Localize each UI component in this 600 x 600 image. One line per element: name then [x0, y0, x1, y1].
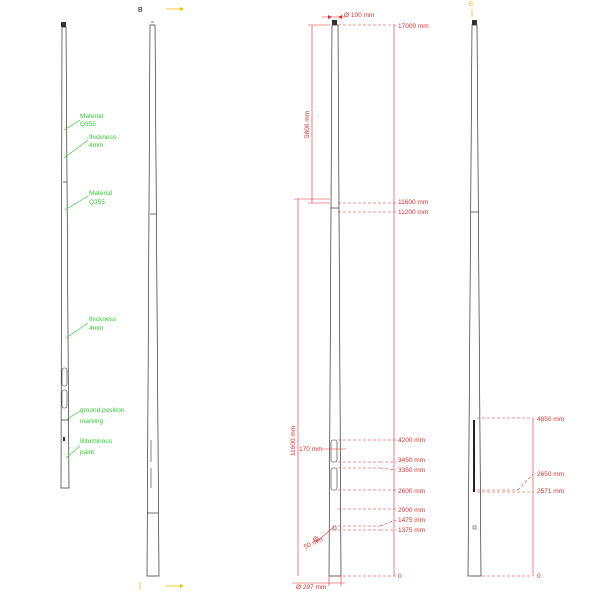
leader-bituminous: [65, 445, 81, 459]
note-bituminous-l2: paint: [80, 449, 94, 456]
note-material-1-l1: Material: [80, 113, 104, 120]
pole-4-cap: [472, 20, 477, 25]
pole-4-door: [473, 420, 475, 492]
dim-3350: 3350 mm: [398, 467, 425, 474]
leader-thickness-2: [65, 322, 89, 339]
note-thickness-1-l1: thickness :: [89, 134, 120, 141]
dim-11600-lower: 11600 mm: [290, 426, 297, 456]
dim-hole-leader: [315, 526, 335, 543]
dim-4200: 4200 mm: [398, 437, 425, 444]
note-material-2-l2: Q355: [89, 199, 105, 206]
pole-3-outline: [328, 24, 342, 577]
pole-1-door-1: [61, 367, 68, 387]
pole-3-hole: [332, 525, 337, 531]
dim-2600: 2600 mm: [398, 488, 425, 495]
ref-line-3350: [379, 467, 397, 471]
pole-1-cap: [61, 22, 66, 27]
pole-1-door-2: [61, 389, 68, 409]
note-thickness-1-l2: 4mm: [89, 142, 103, 149]
dim-zero-1: 0: [398, 573, 402, 580]
ref-line-1475: [379, 519, 397, 527]
dim-11200: 11200 mm: [398, 209, 428, 216]
pole-3-door-1: [330, 439, 338, 463]
dim-5800: 5800 mm: [304, 111, 311, 138]
ref-line-2650: [517, 473, 534, 491]
dim-3450: 3450 mm: [398, 457, 425, 464]
dim-2650: 2650 mm: [537, 471, 564, 478]
pole-1-hole: [63, 437, 65, 441]
leader-material-2: [64, 195, 89, 211]
note-material-2-l1: Material: [89, 190, 113, 197]
dim-4850: 4850 mm: [537, 416, 564, 423]
pole-view-4: B 4850 mm 2650 mm 2571 mm 0: [467, 2, 564, 580]
note-material-1-l2: Q355: [80, 121, 96, 128]
dim-2571: 2571 mm: [537, 488, 564, 495]
pole-4-outline: [467, 24, 482, 577]
note-thickness-2-l2: 4mm: [89, 325, 103, 332]
note-ground-l1: ground position: [80, 407, 125, 414]
pole-4-hole: [472, 525, 477, 530]
dim-zero-2: 0: [537, 573, 541, 580]
pole-3-cap: [332, 20, 337, 25]
pole-view-3: Ø 100 mm 17000 mm 11600 mm 11200 mm 4200…: [290, 12, 429, 591]
section-arrowhead-bottom: [180, 584, 184, 588]
dim-1375: 1375 mm: [398, 527, 425, 534]
note-thickness-2-l1: thickness: [89, 316, 117, 323]
dim-1475: 1475 mm: [398, 517, 425, 524]
note-bituminous-l1: Bituminous: [80, 438, 113, 445]
pole-2-outline: [146, 24, 160, 577]
dim-top-diameter: Ø 100 mm: [344, 12, 374, 19]
dim-base-diameter: Ø 297 mm: [296, 584, 326, 591]
pole-3-door-2: [330, 467, 338, 491]
dim-17000: 17000 mm: [398, 23, 429, 30]
dim-hole-diameter-l1: Ø: [313, 536, 318, 543]
section-arrowhead-top: [180, 7, 184, 11]
dim-11600-joint: 11600 mm: [398, 199, 428, 206]
section-label-top: B: [138, 7, 143, 14]
pole-view-1: Material Q355 thickness : 4mm Material Q…: [60, 22, 125, 489]
leader-ground: [65, 410, 81, 421]
note-ground-l2: marking: [80, 418, 104, 425]
section-mark-top: B: [469, 2, 473, 8]
dim-170: 170 mm: [299, 446, 322, 453]
leader-thickness-1: [63, 139, 89, 159]
leader-material-1: [63, 119, 81, 131]
dim-2000: 2000 mm: [398, 507, 425, 514]
pole-view-2: B: [138, 7, 184, 590]
